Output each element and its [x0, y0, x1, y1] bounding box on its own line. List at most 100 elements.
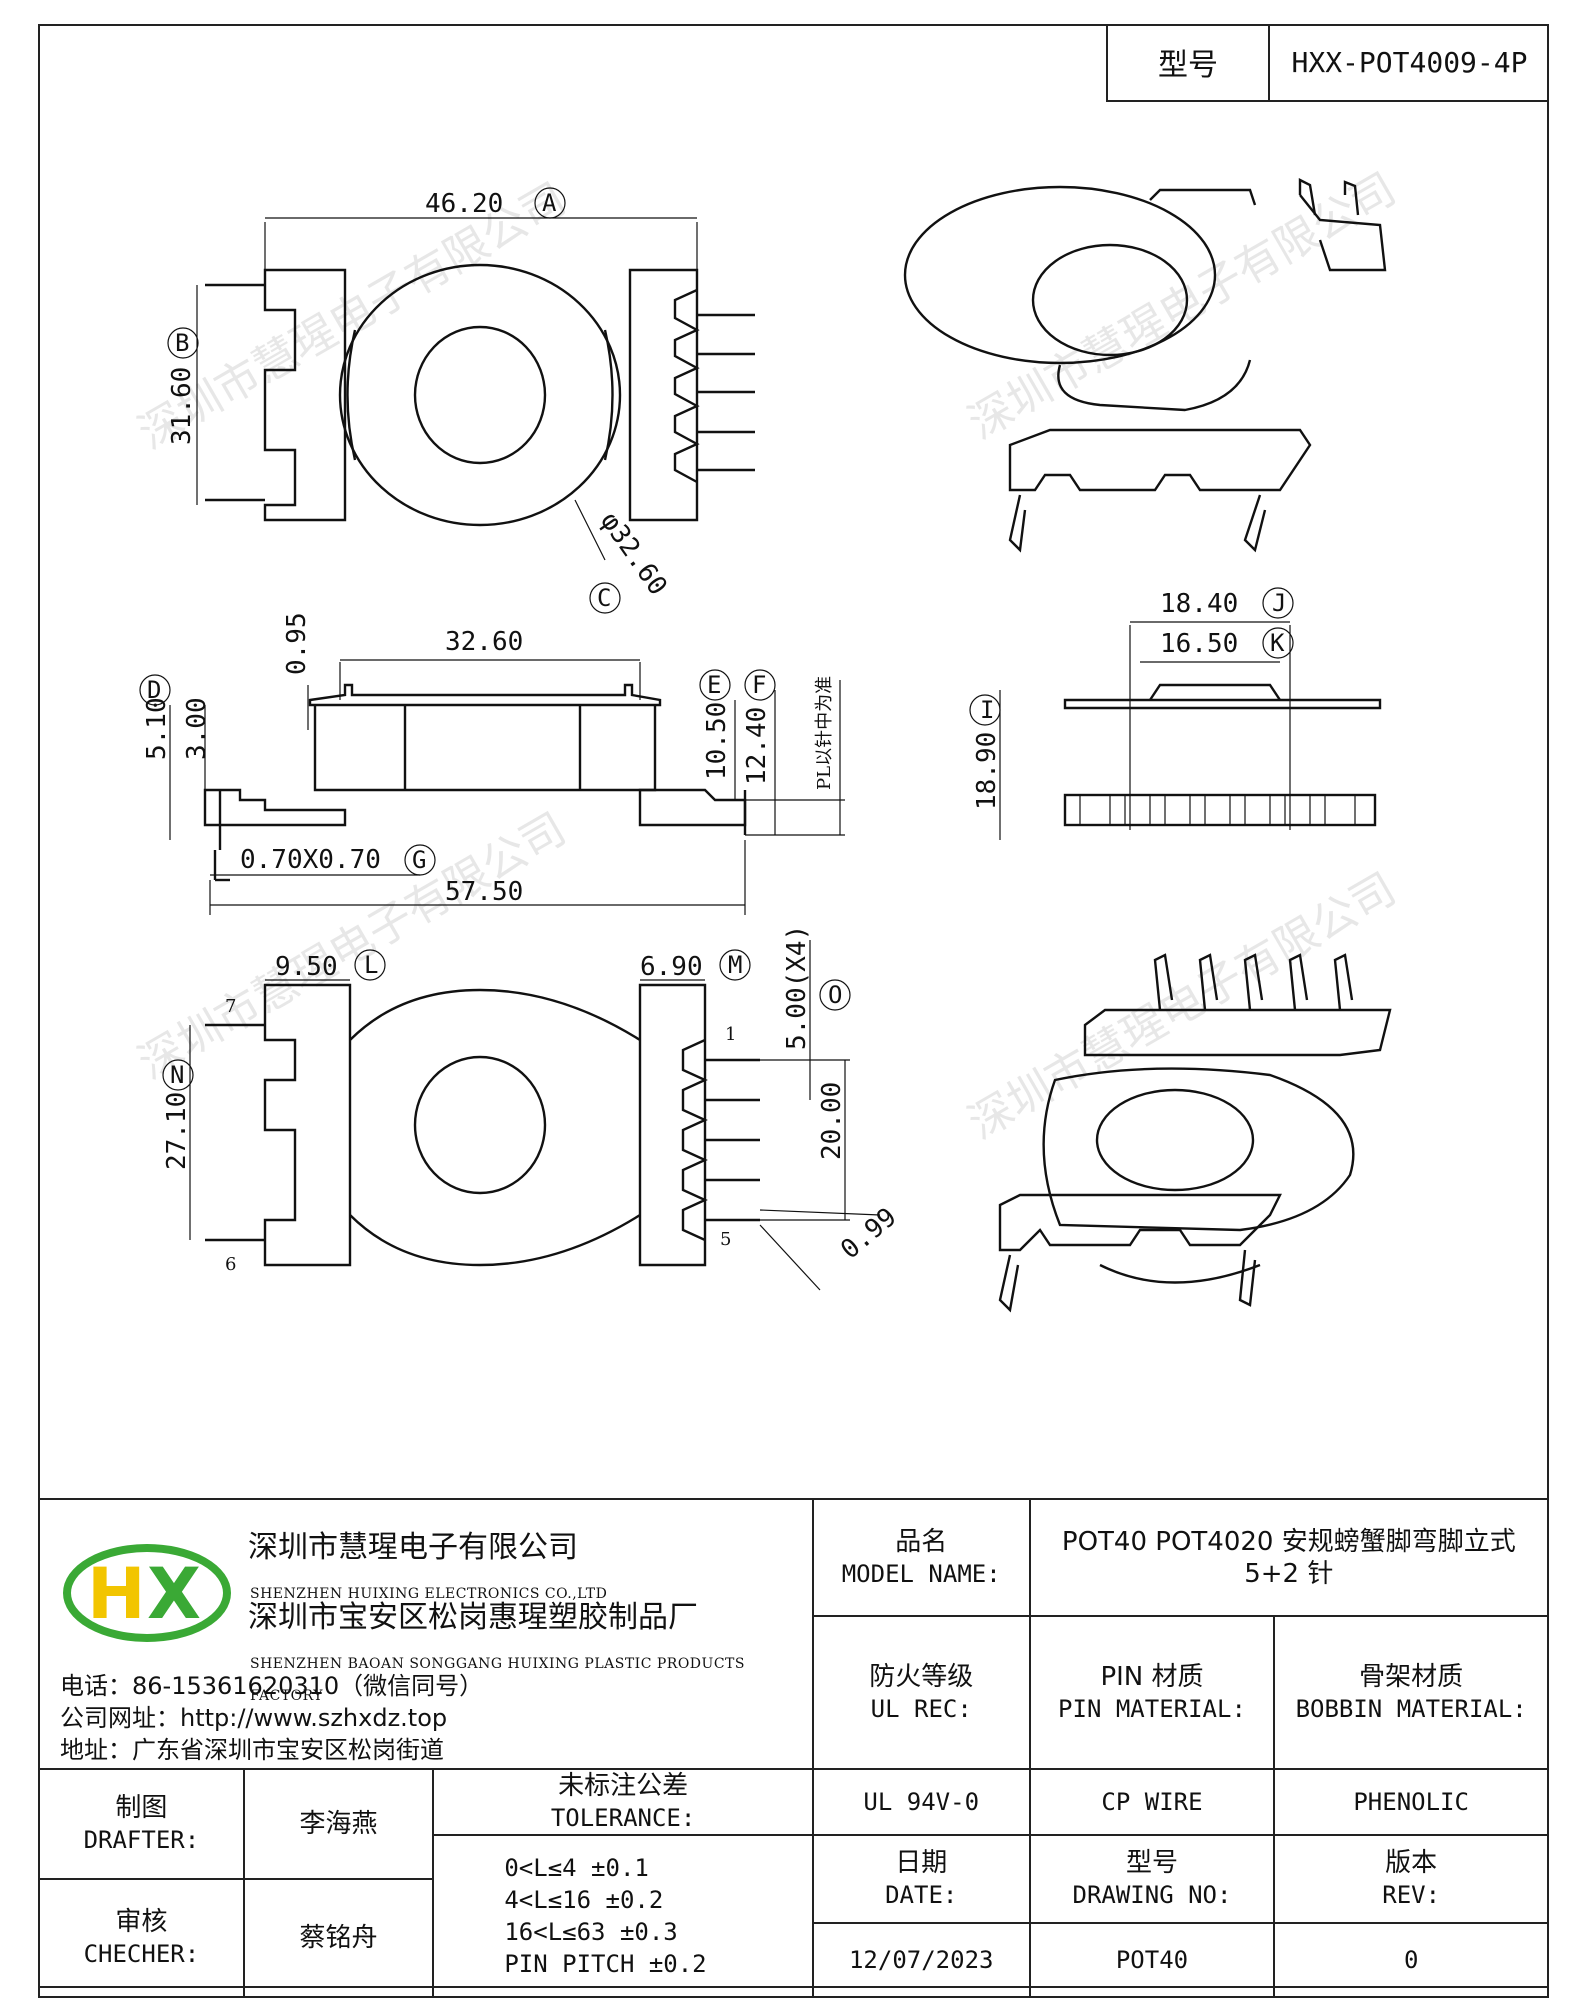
drawing-no-value: POT40: [1028, 1922, 1276, 1998]
tolerance-en: TOLERANCE:: [550, 1804, 696, 1832]
ul-en: UL REC:: [870, 1694, 972, 1723]
pin-material-label-cell: PIN 材质 PIN MATERIAL:: [1028, 1615, 1276, 1770]
dim-a-value: 46.20: [425, 189, 503, 219]
company-website[interactable]: 公司网址：http://www.szhxdz.top: [60, 1704, 448, 1732]
drafter-label-cell: 制图 DRAFTER:: [38, 1768, 245, 1880]
iso-view-bottom: [998, 953, 1392, 1313]
top-view: 46.20 A 31.60 B φ32.60 C: [167, 187, 755, 614]
model-value: HXX-POT4009-4P: [1291, 45, 1528, 79]
label-o: O: [828, 981, 842, 1009]
tolerance-4: PIN PITCH ±0.2: [504, 1950, 707, 1978]
pin-7-label: 7: [225, 996, 236, 1017]
rev-en: REV:: [1382, 1881, 1441, 1909]
model-name-value-cell: POT40 POT4020 安规螃蟹脚弯脚立式 5+2 针: [1028, 1497, 1550, 1618]
dim-j: 18.40: [1160, 589, 1238, 619]
watermark: 深圳市慧瑆电子有限公司: [960, 863, 1405, 1149]
model-number-box: 型号 HXX-POT4009-4P: [1106, 24, 1549, 102]
title-block: H X 深圳市慧瑆电子有限公司 SHENZHEN HUIXING ELECTRO…: [38, 1497, 1550, 1998]
pin-material-en: PIN MATERIAL:: [1058, 1694, 1246, 1723]
dim-i: 18.90: [972, 732, 1002, 810]
label-d: D: [147, 676, 161, 704]
factory-name-en: SHENZHEN BAOAN SONGGANG HUIXING PLASTIC …: [250, 1656, 745, 1704]
drawing-no-cn: 型号: [1125, 1848, 1178, 1878]
tolerance-1: 0<L≤4 ±0.1: [504, 1854, 649, 1882]
model-name-en: MODEL NAME:: [841, 1559, 1001, 1588]
company-address: 地址：广东省深圳市宝安区松岗街道: [60, 1736, 444, 1764]
date-en: DATE:: [885, 1881, 958, 1909]
tolerance-values: 0<L≤4 ±0.1 4<L≤16 ±0.2 16<L≤63 ±0.3 PIN …: [432, 1834, 814, 1998]
label-k: K: [1270, 629, 1285, 657]
company-logo: H X: [63, 1544, 231, 1642]
iso-view-top: [903, 178, 1387, 553]
tolerance-2: 4<L≤16 ±0.2: [504, 1886, 664, 1914]
drafter-name: 李海燕: [242, 1768, 435, 1880]
dim-510: 5.10: [142, 697, 172, 760]
model-name-label-cell: 品名 MODEL NAME:: [811, 1497, 1031, 1618]
pin-6-label: 6: [225, 1254, 236, 1275]
pin-1-label: 1: [725, 1024, 736, 1045]
pin-5-label: 5: [720, 1229, 731, 1250]
tolerance-label-cell: 未标注公差 TOLERANCE:: [432, 1768, 814, 1836]
checker-cn: 审核: [115, 1907, 168, 1937]
dim-top-width: 32.60: [445, 627, 523, 657]
ul-label-cell: 防火等级 UL REC:: [811, 1615, 1031, 1770]
label-e: E: [707, 671, 721, 699]
label-c: C: [597, 584, 611, 612]
label-b: B: [175, 329, 189, 357]
date-label-cell: 日期 DATE:: [811, 1834, 1031, 1924]
ul-cn: 防火等级: [869, 1661, 974, 1692]
bobbin-material-value: PHENOLIC: [1273, 1768, 1549, 1836]
dim-1240: 12.40: [742, 707, 772, 785]
date-value: 12/07/2023: [811, 1922, 1031, 1998]
drafter-cn: 制图: [115, 1793, 168, 1823]
pin-material-cn: PIN 材质: [1100, 1661, 1204, 1692]
checker-en: CHECHER:: [83, 1940, 200, 1968]
label-f: F: [752, 671, 766, 699]
pin-material-value: CP WIRE: [1028, 1768, 1276, 1836]
dim-095: 0.95: [282, 612, 312, 675]
company-name-cn: 深圳市慧瑆电子有限公司: [248, 1530, 578, 1565]
label-m: M: [728, 951, 742, 979]
drawing-no-en: DRAWING NO:: [1072, 1881, 1232, 1909]
dim-overall: 57.50: [445, 877, 523, 907]
dim-300: 3.00: [182, 697, 212, 760]
model-name-value-2: 5+2 针: [1244, 1558, 1334, 1589]
bobbin-material-label-cell: 骨架材质 BOBBIN MATERIAL:: [1273, 1615, 1549, 1770]
date-cn: 日期: [895, 1848, 948, 1878]
checker-label-cell: 审核 CHECHER:: [38, 1878, 245, 1998]
bobbin-material-cn: 骨架材质: [1359, 1661, 1464, 1692]
bobbin-material-en: BOBBIN MATERIAL:: [1295, 1694, 1527, 1723]
label-a: A: [542, 189, 557, 217]
label-g: G: [412, 846, 426, 874]
factory-name-cn: 深圳市宝安区松岗惠瑆塑胶制品厂: [248, 1600, 698, 1635]
dim-b-value: 31.60: [167, 367, 197, 445]
technical-drawing: 深圳市慧瑆电子有限公司 深圳市慧瑆电子有限公司 深圳市慧瑆电子有限公司 深圳市慧…: [130, 163, 1405, 1313]
dim-pin-size: 0.70X0.70: [240, 845, 381, 875]
front-view: 18.40 J 16.50 K 18.90 I: [969, 587, 1382, 840]
dim-1050: 10.50: [702, 702, 732, 780]
tolerance-cn: 未标注公差: [558, 1771, 689, 1801]
tolerance-3: 16<L≤63 ±0.3: [504, 1918, 678, 1946]
dim-n: 27.10: [162, 1092, 192, 1170]
company-name-en: SHENZHEN HUIXING ELECTRONICS CO.,LTD: [250, 1586, 608, 1602]
svg-text:H: H: [87, 1553, 146, 1635]
watermark: 深圳市慧瑆电子有限公司: [960, 163, 1405, 449]
drawing-no-label-cell: 型号 DRAWING NO:: [1028, 1834, 1276, 1924]
svg-text:X: X: [147, 1553, 201, 1635]
company-phone: 电话：86-15361620310（微信同号）: [60, 1672, 484, 1700]
dim-l: 9.50: [275, 952, 338, 982]
bottom-view: 9.50 L 7 6 1 5 6.90 M 27.10 N 5.00(X4) O…: [162, 925, 902, 1291]
rev-cn: 版本: [1385, 1848, 1438, 1878]
model-label: 型号: [1108, 24, 1270, 100]
label-n: N: [170, 1061, 184, 1089]
model-name-value-1: POT40 POT4020 安规螃蟹脚弯脚立式: [1061, 1526, 1516, 1557]
dim-o: 5.00(X4): [782, 925, 812, 1050]
dim-k: 16.50: [1160, 629, 1238, 659]
ul-value: UL 94V-0: [811, 1768, 1031, 1836]
rev-value: 0: [1273, 1922, 1549, 1998]
side-view: 32.60 0.95 5.10 3.00 D 10.50 12.40 E F P…: [139, 612, 845, 915]
dim-m: 6.90: [640, 952, 703, 982]
label-j: J: [1272, 589, 1286, 617]
drafter-en: DRAFTER:: [83, 1826, 200, 1854]
model-name-cn: 品名: [895, 1526, 948, 1557]
